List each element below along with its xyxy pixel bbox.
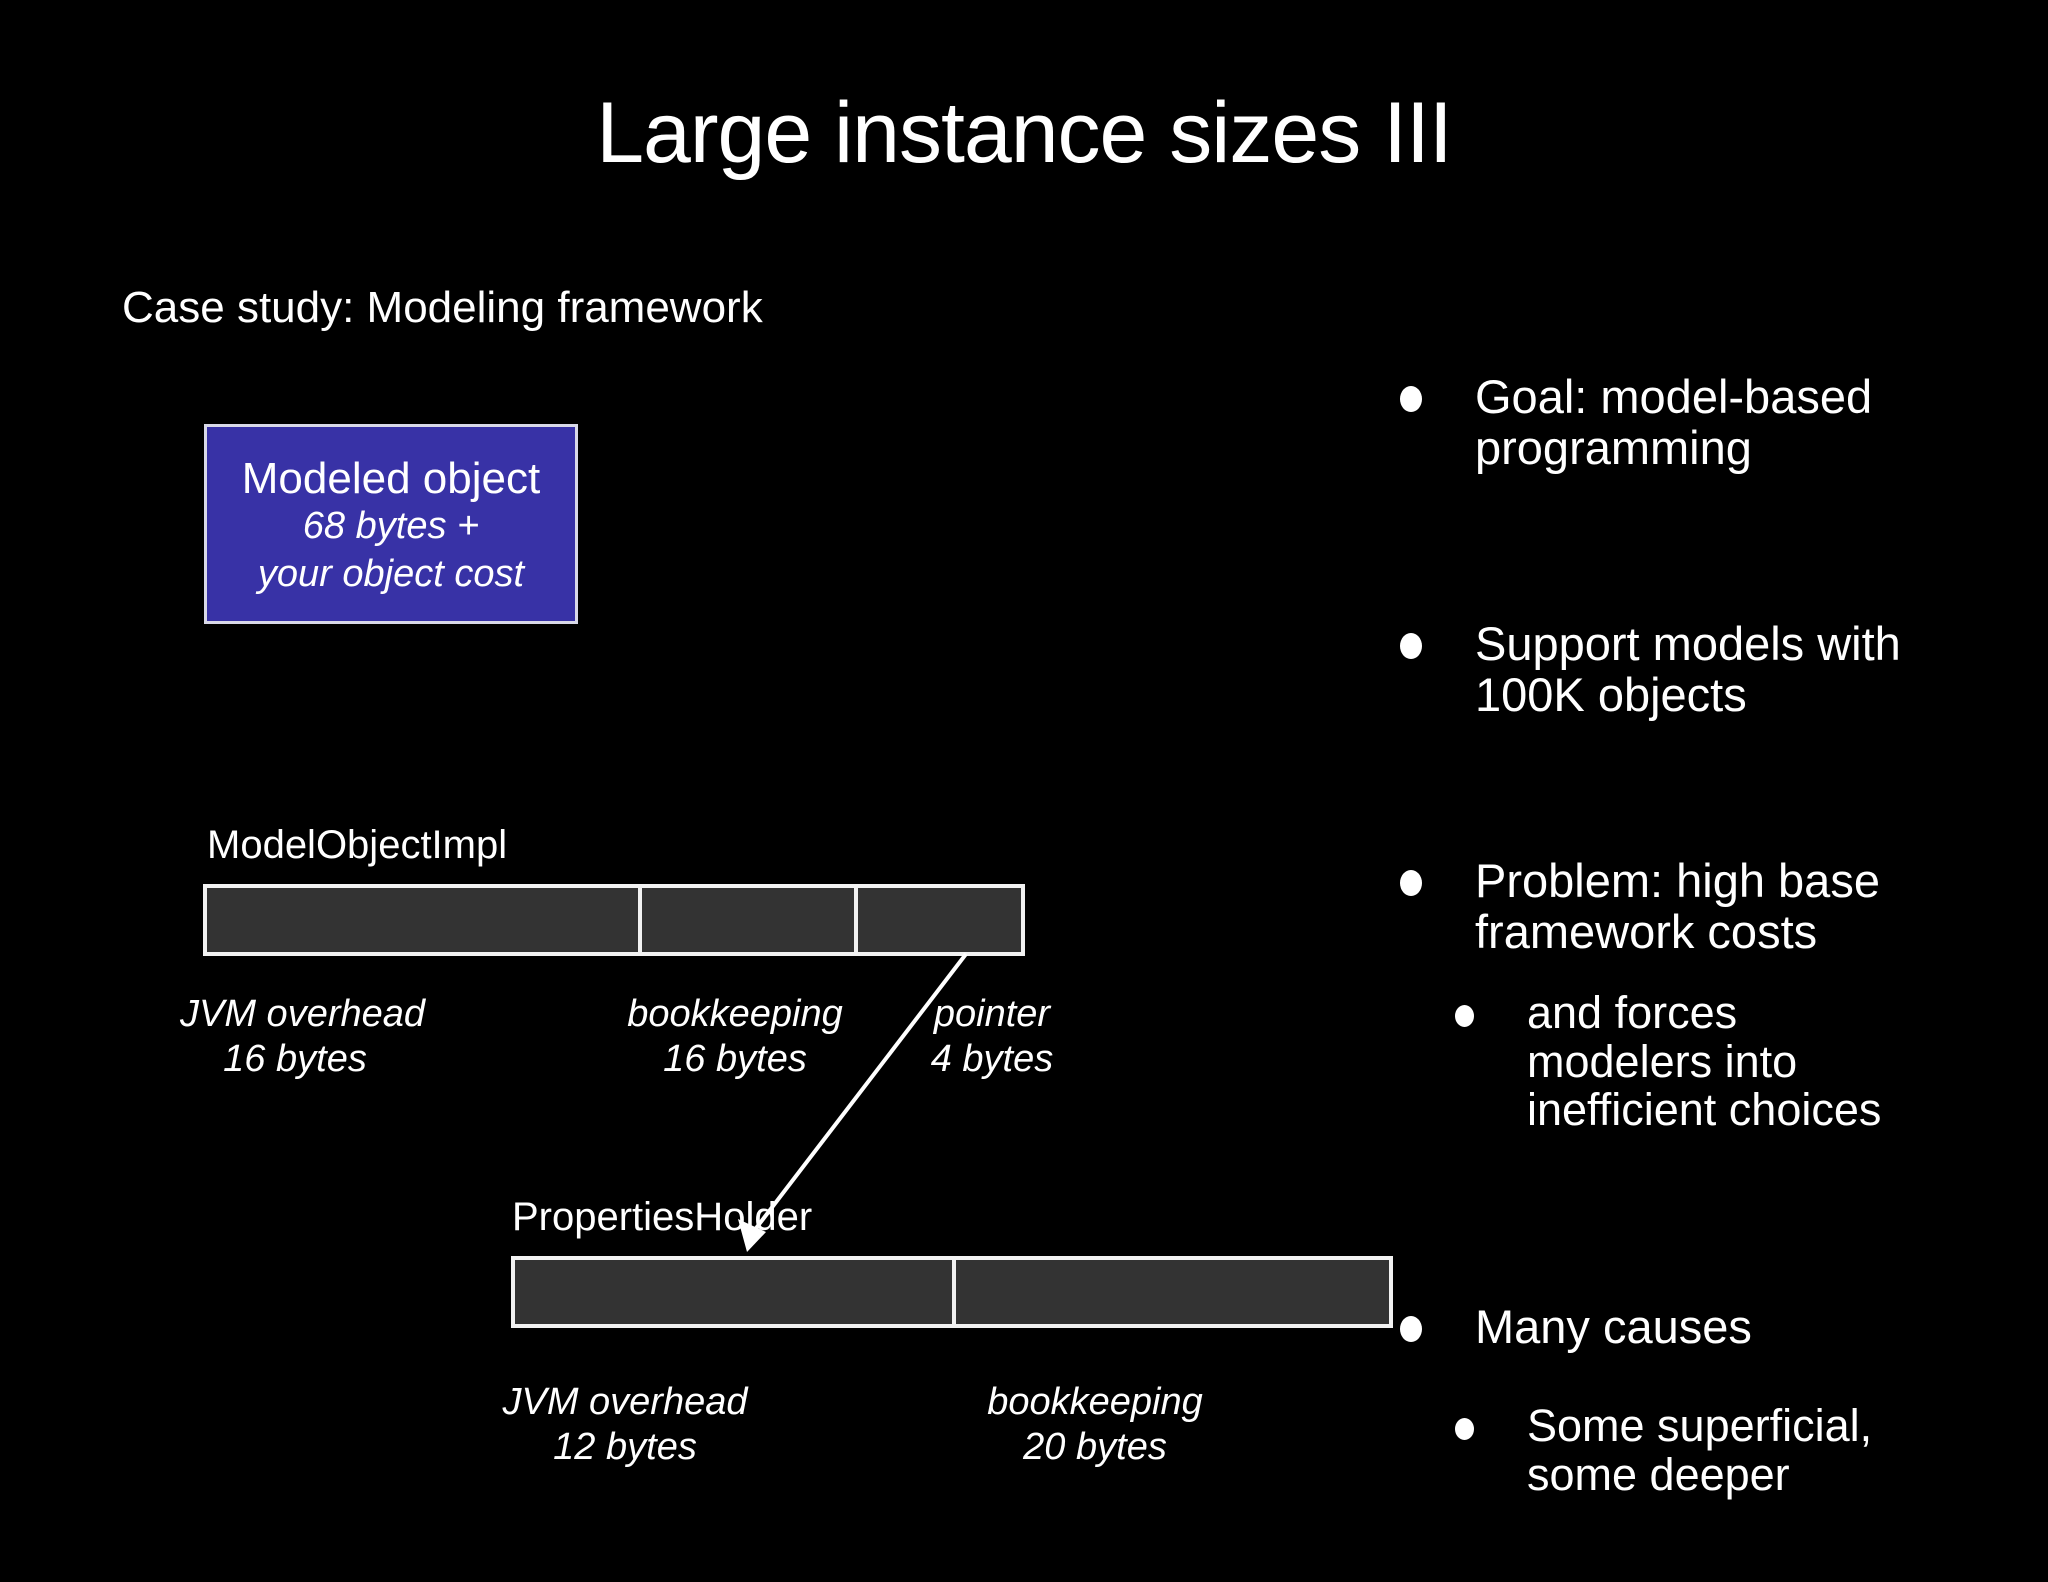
page-title: Large instance sizes III — [596, 85, 1453, 181]
bullet-item-support-models: Support models with 100K objects — [1400, 617, 1901, 721]
segment-caption-label: pointer — [933, 993, 1051, 1035]
bullet-item-and-forces: and forces modelers into inefficient cho… — [1455, 987, 1882, 1136]
properties-holder-bar — [511, 1256, 1393, 1328]
segment-caption-label: JVM overhead — [180, 993, 426, 1035]
segment-caption-size: 16 bytes — [223, 1037, 367, 1080]
bullet-item-goal: Goal: model-based programming — [1400, 370, 1873, 474]
segment-caption-label: bookkeeping — [627, 993, 843, 1035]
memory-segment-pointer — [858, 888, 1021, 952]
segment-caption-bookkeeping: bookkeeping 20 bytes — [950, 1380, 1240, 1470]
segment-caption-label: bookkeeping — [987, 1381, 1203, 1423]
bullet-text: Many causes — [1475, 1300, 1752, 1353]
segment-caption-pointer: pointer 4 bytes — [902, 992, 1082, 1082]
bullet-dot-icon — [1400, 633, 1422, 659]
segment-caption-size: 16 bytes — [663, 1037, 807, 1080]
segment-caption-label: JVM overhead — [502, 1381, 748, 1423]
memory-segment-bookkeeping — [956, 1260, 1389, 1324]
bullet-text: Problem: high base framework costs — [1475, 854, 1880, 958]
memory-segment-bookkeeping — [642, 888, 859, 952]
bullet-dot-icon — [1400, 386, 1422, 412]
segment-caption-size: 12 bytes — [553, 1425, 697, 1468]
bullet-dot-icon — [1400, 870, 1422, 896]
segment-caption-jvm-overhead: JVM overhead 16 bytes — [180, 992, 426, 1082]
case-study-label: Case study: Modeling framework — [122, 283, 763, 332]
segment-caption-bookkeeping: bookkeeping 16 bytes — [620, 992, 850, 1082]
bullet-text: Some superficial, some deeper — [1527, 1400, 1873, 1500]
modeled-object-cost-line-2: your object cost — [257, 552, 525, 595]
bullet-dot-icon — [1455, 1418, 1474, 1440]
memory-segment-jvm-overhead — [207, 888, 643, 952]
bullet-item-many-causes: Many causes — [1400, 1300, 1752, 1353]
segment-caption-size: 20 bytes — [1023, 1425, 1167, 1468]
memory-segment-jvm-overhead — [515, 1260, 957, 1324]
bullet-dot-icon — [1400, 1316, 1422, 1342]
bullet-text: and forces modelers into inefficient cho… — [1527, 987, 1882, 1136]
modeled-object-box: Modeled object 68 bytes + your object co… — [204, 424, 578, 624]
model-object-impl-label: ModelObjectImpl — [207, 823, 508, 867]
properties-holder-label: PropertiesHolder — [512, 1195, 813, 1239]
bullet-item-problem: Problem: high base framework costs — [1400, 854, 1880, 958]
segment-caption-jvm-overhead: JVM overhead 12 bytes — [480, 1380, 770, 1470]
bullet-text: Support models with 100K objects — [1475, 617, 1901, 721]
bullet-dot-icon — [1455, 1005, 1474, 1027]
bullet-text: Goal: model-based programming — [1475, 370, 1873, 474]
model-object-impl-bar — [203, 884, 1025, 956]
bullet-item-some-superficial: Some superficial, some deeper — [1455, 1400, 1873, 1500]
segment-caption-size: 4 bytes — [930, 1037, 1054, 1080]
modeled-object-cost-line-1: 68 bytes + — [302, 505, 480, 548]
modeled-object-title: Modeled object — [241, 453, 541, 503]
